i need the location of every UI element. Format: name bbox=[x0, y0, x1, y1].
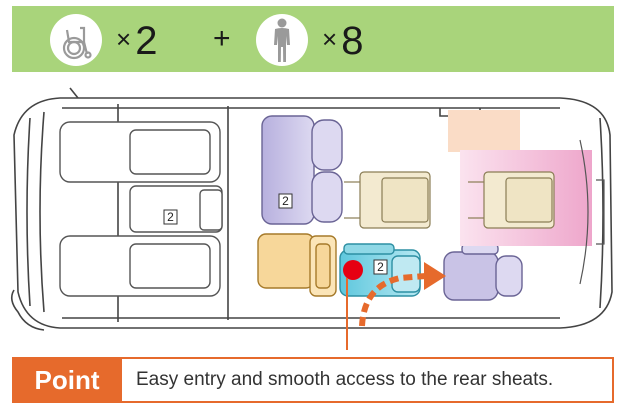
svg-text:2: 2 bbox=[167, 210, 174, 224]
van-layout-diagram: 2 2 2 bbox=[10, 87, 613, 350]
wheelchair-spaces bbox=[344, 171, 555, 229]
point-text: Easy entry and smooth access to the rear… bbox=[136, 369, 554, 390]
folding-seat bbox=[257, 233, 337, 297]
access-arrow bbox=[359, 273, 427, 327]
middle-right-label: 2 bbox=[373, 259, 388, 275]
point-caption: Point Easy entry and smooth access to th… bbox=[12, 357, 614, 403]
access-arrow-head bbox=[424, 262, 446, 290]
point-tag: Point bbox=[12, 357, 122, 403]
front-bench-label: 2 bbox=[163, 209, 178, 225]
entry-point-marker bbox=[343, 260, 363, 280]
plus-sign: + bbox=[213, 22, 231, 55]
capacity-banner: ×2 + ×8 bbox=[12, 6, 614, 72]
middle-left-seat bbox=[261, 115, 343, 225]
rear-hatch bbox=[579, 139, 605, 285]
person-count: ×8 bbox=[322, 19, 364, 63]
wheelchair-count: ×2 bbox=[116, 19, 158, 63]
svg-text:2: 2 bbox=[282, 194, 289, 208]
middle-left-label: 2 bbox=[278, 193, 293, 209]
person-icon bbox=[256, 14, 308, 66]
rear-access-seat bbox=[443, 243, 523, 301]
wheelchair-icon bbox=[50, 14, 102, 66]
svg-text:2: 2 bbox=[377, 260, 384, 274]
front-seats bbox=[59, 121, 223, 297]
